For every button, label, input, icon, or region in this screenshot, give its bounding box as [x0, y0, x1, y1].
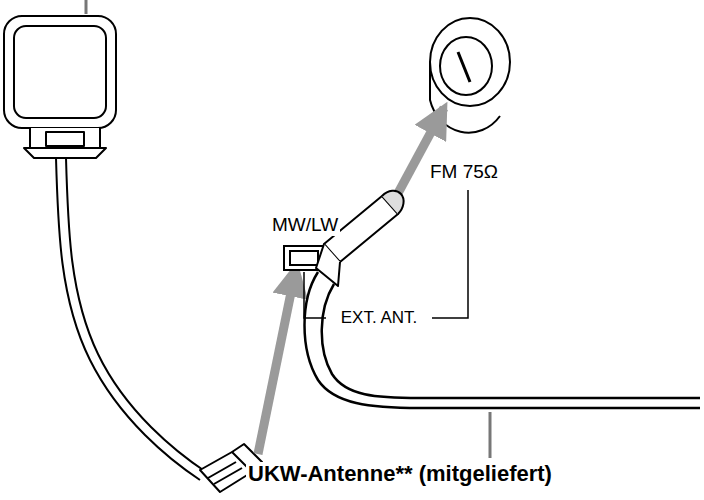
- bracket: [304, 190, 468, 318]
- leader-line: [489, 412, 492, 458]
- fm-plug: [305, 191, 701, 408]
- loop-antenna: [4, 0, 262, 492]
- jack-label: FM 75Ω: [428, 162, 500, 183]
- part-label: UKW-Antenne** (mitgeliefert): [246, 462, 554, 486]
- bracket-label: EXT. ANT.: [339, 309, 420, 328]
- jack-label: MW/LW: [270, 215, 340, 236]
- insert-arrow: [258, 268, 296, 454]
